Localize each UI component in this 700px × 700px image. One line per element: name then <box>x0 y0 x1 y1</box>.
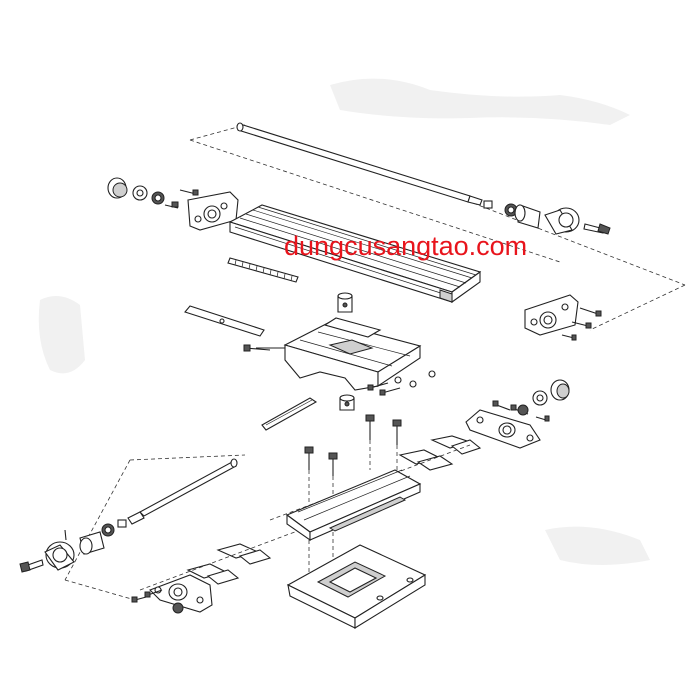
saddle <box>243 317 422 391</box>
lower-lead-screw <box>117 458 238 528</box>
gib-plate <box>184 305 265 337</box>
gib-pads <box>186 435 482 585</box>
lower-left-handwheel-group <box>19 523 115 573</box>
bottom-nut-block <box>339 394 355 411</box>
top-t-slot-table <box>228 204 482 304</box>
vertical-screws <box>304 414 402 476</box>
saddle-screws <box>367 370 436 396</box>
top-dashed-outline <box>189 124 686 331</box>
gib-strip <box>227 257 299 283</box>
top-right-handwheel-group <box>483 200 611 235</box>
top-lead-screw <box>236 122 483 206</box>
top-right-bracket-group <box>524 294 602 341</box>
top-left-bracket-group <box>107 177 239 231</box>
lower-left-bracket-group <box>131 574 213 614</box>
lower-gib-strip <box>261 397 318 431</box>
right-lower-bracket-group <box>465 379 570 449</box>
watermark-text: dungcusangtao.com <box>284 231 528 261</box>
top-nut-block <box>337 292 353 313</box>
cross-slide-rail <box>285 469 422 542</box>
base-plate <box>286 544 427 629</box>
background-smudges <box>38 78 650 565</box>
